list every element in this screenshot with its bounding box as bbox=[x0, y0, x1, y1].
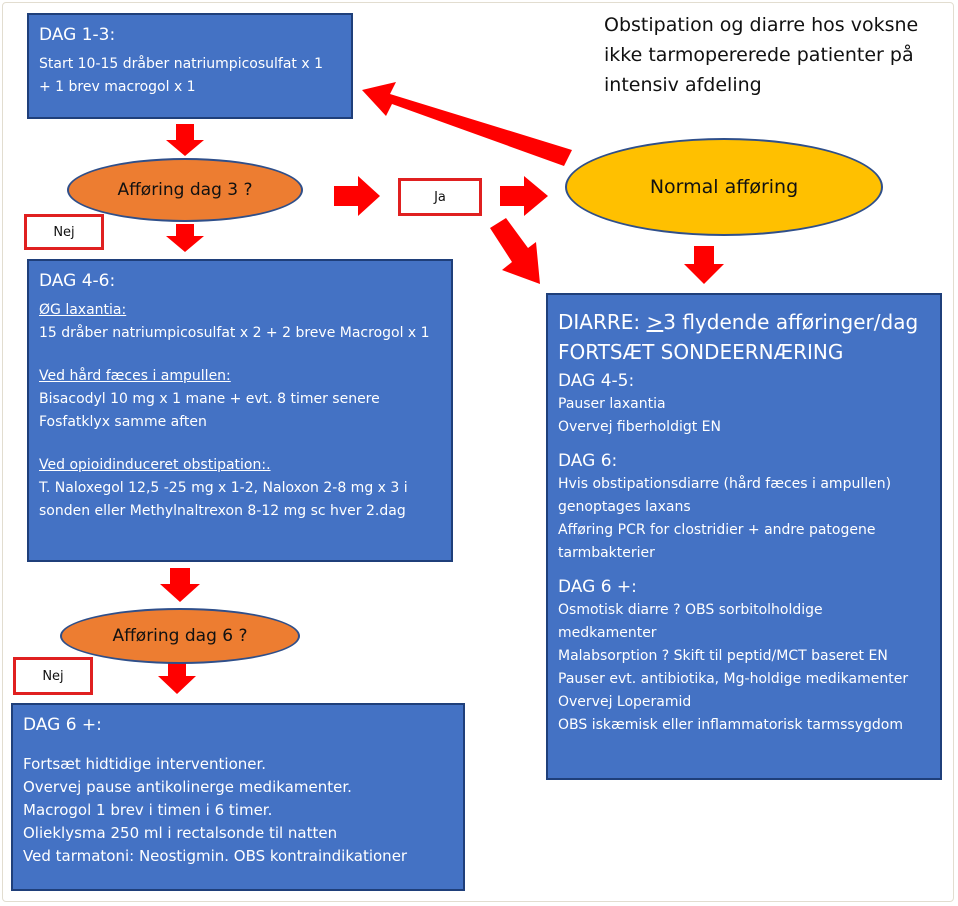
box-line: Malabsorption ? Skift til peptid/MCT bas… bbox=[558, 648, 888, 664]
diarre-heading-rest: 3 flydende afføringer/dag bbox=[663, 310, 919, 334]
box-line: OBS iskæmisk eller inflammatorisk tarmss… bbox=[558, 717, 903, 733]
sub-heading: DAG 6: bbox=[558, 451, 618, 471]
sub-heading: DAG 6 +: bbox=[558, 577, 637, 597]
box-line: Macrogol 1 brev i timen i 6 timer. bbox=[23, 801, 273, 819]
box-heading: DAG 1-3: bbox=[39, 25, 116, 45]
section-title: Ved hård fæces i ampullen: bbox=[39, 368, 231, 384]
box-dag-1-3: DAG 1-3: Start 10-15 dråber natriumpicos… bbox=[27, 13, 353, 119]
ellipse-normal-afforing: Normal afføring bbox=[565, 138, 883, 236]
diarre-heading-symbol: > bbox=[646, 310, 664, 334]
box-line: Overvej pause antikolinerge medikamenter… bbox=[23, 778, 352, 796]
ellipse-afforing-dag-6: Afføring dag 6 ? bbox=[60, 608, 300, 664]
arrow-down-4 bbox=[158, 662, 196, 694]
box-line: Bisacodyl 10 mg x 1 mane + evt. 8 timer … bbox=[39, 391, 380, 407]
arrow-down-1 bbox=[166, 124, 204, 156]
box-line: Afføring PCR for clostridier + andre pat… bbox=[558, 522, 876, 538]
diarre-heading-prefix: DIARRE: bbox=[558, 310, 647, 334]
label-nej-1: Nej bbox=[24, 214, 104, 250]
ellipse-label: Afføring dag 3 ? bbox=[117, 180, 253, 200]
ellipse-label: Afføring dag 6 ? bbox=[112, 626, 248, 646]
box-line: Ved tarmatoni: Neostigmin. OBS kontraind… bbox=[23, 847, 408, 865]
diarre-heading: DIARRE: >3 flydende afføringer/dag bbox=[558, 307, 930, 337]
ellipse-afforing-dag-3: Afføring dag 3 ? bbox=[67, 158, 303, 222]
box-heading: DAG 4-6: bbox=[39, 271, 116, 291]
box-line: Pauser evt. antibiotika, Mg-holdige medi… bbox=[558, 671, 909, 687]
arrow-down-normal bbox=[684, 246, 724, 284]
section-title: Ved opioidinduceret obstipation:. bbox=[39, 457, 271, 473]
box-line: tarmbakterier bbox=[558, 545, 655, 561]
box-line: 15 dråber natriumpicosulfat x 2 + 2 brev… bbox=[39, 325, 430, 341]
box-line: Overvej Loperamid bbox=[558, 694, 692, 710]
label-text: Nej bbox=[53, 224, 75, 240]
box-line: Hvis obstipationsdiarre (hård fæces i am… bbox=[558, 476, 892, 492]
title-line: intensiv afdeling bbox=[604, 74, 762, 96]
title-line: ikke tarmopererede patienter på bbox=[604, 44, 914, 66]
label-nej-2: Nej bbox=[13, 657, 93, 695]
box-line: Overvej fiberholdigt EN bbox=[558, 419, 721, 435]
box-dag-4-6: DAG 4-6: ØG laxantia: 15 dråber natriump… bbox=[27, 259, 453, 562]
box-line: Fortsæt hidtidige interventioner. bbox=[23, 755, 267, 773]
box-heading: DAG 6 +: bbox=[23, 715, 102, 735]
title-line: Obstipation og diarre hos voksne bbox=[604, 14, 919, 36]
box-line: Osmotisk diarre ? OBS sorbitolholdige bbox=[558, 602, 823, 618]
box-line: sonden eller Methylnaltrexon 8-12 mg sc … bbox=[39, 503, 406, 519]
arrow-down-3 bbox=[160, 568, 200, 602]
box-line: Fosfatklyx samme aften bbox=[39, 414, 207, 430]
box-dag-6-plus: DAG 6 +: Fortsæt hidtidige interventione… bbox=[11, 703, 465, 891]
label-text: Ja bbox=[434, 189, 446, 205]
arrow-back-dag13 bbox=[362, 82, 572, 166]
box-line: + 1 brev macrogol x 1 bbox=[39, 79, 196, 95]
ellipse-label: Normal afføring bbox=[649, 176, 799, 198]
diarre-heading-2: FORTSÆT SONDEERNÆRING bbox=[558, 340, 844, 364]
box-line: medkamenter bbox=[558, 625, 657, 641]
label-text: Nej bbox=[42, 668, 64, 684]
box-line: Start 10-15 dråber natriumpicosulfat x 1 bbox=[39, 56, 323, 72]
box-diarre: DIARRE: >3 flydende afføringer/dag FORTS… bbox=[546, 293, 942, 780]
arrow-down-2 bbox=[166, 224, 204, 252]
box-line: genoptages laxans bbox=[558, 499, 691, 515]
arrow-right-ja bbox=[334, 176, 380, 216]
diagram-title: Obstipation og diarre hos voksne ikke ta… bbox=[604, 10, 949, 100]
sub-heading: DAG 4-5: bbox=[558, 371, 635, 391]
arrow-diag-diarre bbox=[490, 218, 540, 284]
label-ja: Ja bbox=[398, 178, 482, 216]
box-line: Pauser laxantia bbox=[558, 396, 666, 412]
box-line: Olieklysma 250 ml i rectalsonde til natt… bbox=[23, 824, 338, 842]
arrow-right-normal bbox=[500, 176, 548, 216]
box-line: T. Naloxegol 12,5 -25 mg x 1-2, Naloxon … bbox=[39, 480, 408, 496]
section-title: ØG laxantia: bbox=[39, 302, 127, 318]
